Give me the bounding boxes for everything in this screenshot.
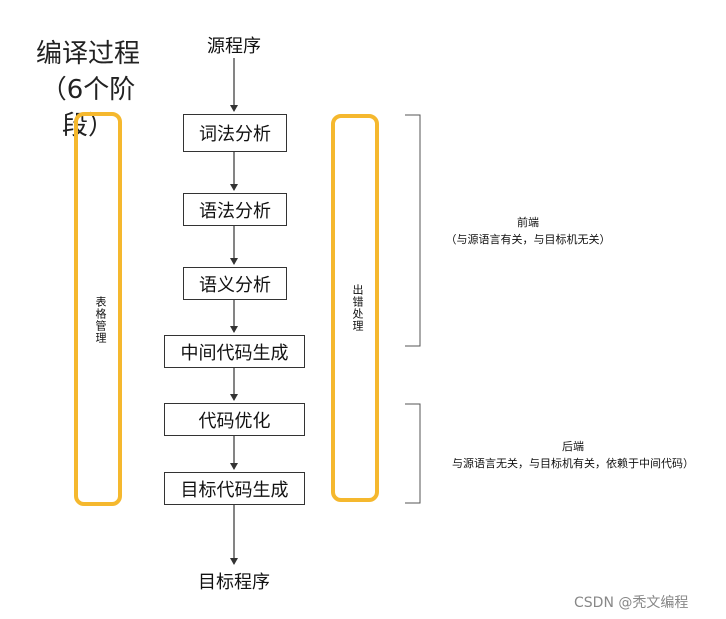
back-end-description: 与源语言无关，与目标机有关，依赖于中间代码） bbox=[452, 457, 694, 470]
target-program-label: 目标程序 bbox=[198, 572, 270, 593]
error-handling-panel: 出错处理 bbox=[331, 114, 379, 502]
stage-code-optimization: 代码优化 bbox=[164, 403, 305, 436]
title-line-2: （6个阶段） bbox=[40, 75, 136, 141]
stage-target-code-generation: 目标代码生成 bbox=[164, 472, 305, 505]
front-end-bracket bbox=[405, 114, 421, 347]
watermark: CSDN @秃文编程 bbox=[574, 595, 689, 611]
stage-lexical-analysis: 词法分析 bbox=[183, 114, 287, 152]
error-handling-label: 出错处理 bbox=[351, 284, 364, 332]
back-end-title: 后端 bbox=[562, 440, 584, 453]
front-end-note: 前端 （与源语言有关，与目标机无关） bbox=[430, 214, 626, 248]
source-program-label: 源程序 bbox=[207, 36, 261, 57]
table-management-label: 表格管理 bbox=[94, 296, 107, 344]
table-management-panel: 表格管理 bbox=[74, 112, 122, 506]
diagram-title: 编译过程 （6个阶段） bbox=[22, 36, 154, 144]
title-line-1: 编译过程 bbox=[35, 39, 140, 69]
back-end-note: 后端 与源语言无关，与目标机有关，依赖于中间代码） bbox=[428, 438, 718, 472]
stage-syntax-analysis: 语法分析 bbox=[183, 193, 287, 226]
stage-intermediate-code-generation: 中间代码生成 bbox=[164, 335, 305, 368]
front-end-title: 前端 bbox=[517, 216, 539, 229]
front-end-description: （与源语言有关，与目标机无关） bbox=[445, 233, 611, 246]
stage-semantic-analysis: 语义分析 bbox=[183, 267, 287, 300]
back-end-bracket bbox=[405, 403, 421, 504]
